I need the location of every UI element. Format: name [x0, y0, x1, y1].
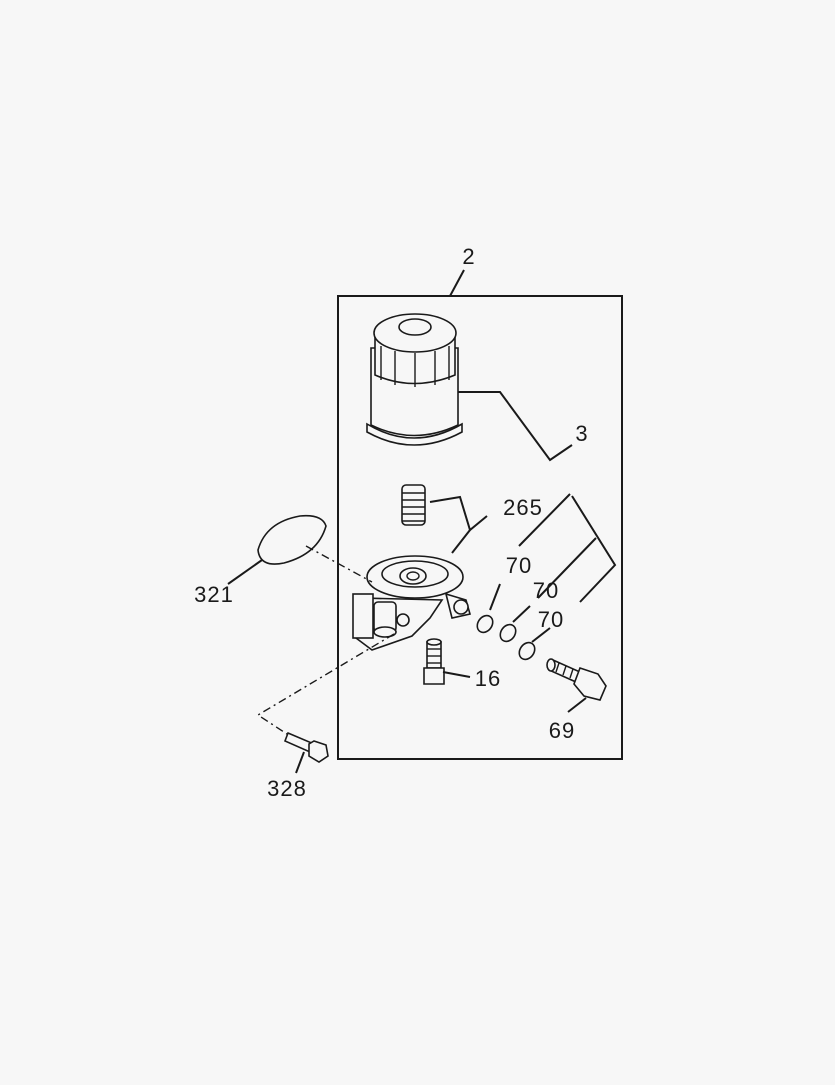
o-ring-3 — [518, 641, 536, 661]
leader-kit — [458, 391, 573, 462]
callout-assembly: 2 — [462, 244, 475, 269]
gasket — [257, 514, 327, 565]
mounting-bolt — [283, 731, 329, 763]
leader-plug — [567, 697, 587, 713]
callout-spring: 265 — [503, 495, 543, 520]
filter-cartridge — [366, 313, 463, 446]
leader-spring-a — [429, 495, 488, 532]
plug-bolt — [546, 658, 607, 701]
callout-o-ring-3: 70 — [538, 607, 564, 632]
callout-o-ring-1: 70 — [506, 553, 532, 578]
leader-spring-b — [451, 529, 471, 554]
leader-oring-2b — [512, 605, 531, 623]
leader-oring-3b — [531, 627, 551, 643]
callout-plug: 69 — [549, 718, 575, 743]
o-ring-1 — [476, 614, 494, 634]
assembly-frame — [337, 295, 623, 760]
leader-bolt — [295, 751, 305, 774]
eye-bolt — [423, 638, 445, 685]
callout-bolt: 328 — [267, 776, 307, 801]
leader-oring-2 — [537, 537, 597, 599]
gasket-center-line — [305, 545, 373, 583]
filter-head — [352, 555, 472, 651]
leader-eyebolt — [442, 671, 471, 678]
leader-gasket — [227, 559, 263, 585]
spring — [401, 484, 426, 526]
o-ring-2 — [499, 623, 517, 643]
callout-o-ring-2: 70 — [533, 578, 559, 603]
bolt-center-line — [256, 633, 395, 737]
callout-gasket: 321 — [194, 582, 234, 607]
callout-kit: 3 — [575, 421, 588, 446]
callout-eyebolt: 16 — [475, 666, 501, 691]
leader-kit-branch — [571, 495, 617, 603]
leader-oring-1b — [489, 583, 501, 611]
leader-assembly — [449, 269, 465, 297]
leader-oring-1 — [518, 493, 571, 547]
